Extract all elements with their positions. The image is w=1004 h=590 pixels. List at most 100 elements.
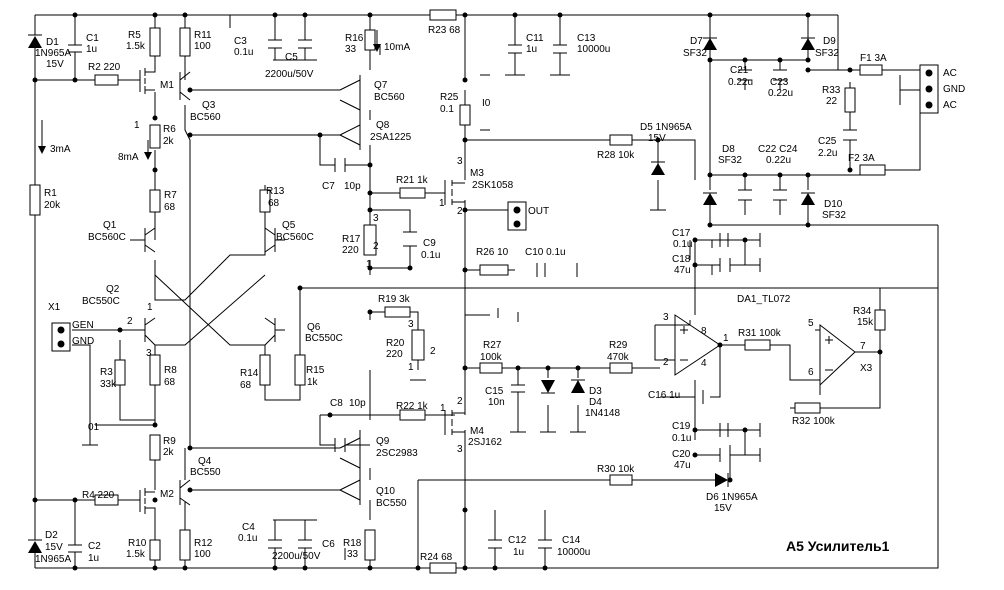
pin-5: 5 — [808, 318, 814, 329]
label-R3: R3 — [100, 367, 113, 378]
label-R25v: 0.1 — [440, 104, 454, 115]
label-R23: R23 68 — [428, 25, 461, 36]
label-C4v: 0.1u — [238, 533, 257, 544]
label-D7: D7 — [690, 36, 703, 47]
pin-4: 4 — [701, 358, 707, 369]
label-Q2v: BC550C — [82, 296, 120, 307]
label-R15: R15 — [306, 365, 325, 376]
label-R18: R18 — [343, 538, 362, 549]
label-C17: C17 — [672, 228, 691, 239]
label-Q10v: BC550 — [376, 498, 407, 509]
pin-8: 8 — [701, 326, 707, 337]
label-Q7: Q7 — [374, 80, 388, 91]
label-C6v: 2200u/50V — [272, 551, 321, 562]
label-M3: M3 — [470, 168, 484, 179]
label-C13v: 10000u — [577, 44, 610, 55]
label-Q4v: BC550 — [190, 467, 221, 478]
label-Q2: Q2 — [106, 284, 120, 295]
label-D2: D2 — [45, 530, 58, 541]
label-Q9v: 2SC2983 — [376, 448, 418, 459]
label-M2: M2 — [160, 489, 174, 500]
label-C14v: 10000u — [557, 547, 590, 558]
label-D4v: 1N4148 — [585, 408, 620, 419]
label-Q7v: BC560 — [374, 92, 405, 103]
label-R5v: 1.5k — [126, 41, 146, 52]
pin-2: 2 — [127, 316, 133, 327]
label-R6v: 2k — [163, 136, 175, 147]
label-D1z: 15V — [46, 59, 64, 70]
label-C5: C5 — [285, 52, 298, 63]
label-R6: R6 — [163, 124, 176, 135]
label-R27v: 100k — [480, 352, 503, 363]
label-C18v: 47u — [674, 265, 691, 276]
label-C16: C16 1u — [648, 390, 680, 401]
label-R34: R34 — [853, 306, 872, 317]
label-10mA: 10mA — [384, 42, 410, 53]
pin-2: 2 — [663, 357, 669, 368]
label-C20v: 47u — [674, 460, 691, 471]
label-R22: R22 1k — [396, 401, 429, 412]
label-D8v: SF32 — [718, 155, 742, 166]
label-R8: R8 — [164, 365, 177, 376]
label-C19: C19 — [672, 421, 691, 432]
label-R13v: 68 — [268, 198, 280, 209]
label-R12v: 100 — [194, 549, 211, 560]
label-C9: C9 — [423, 238, 436, 249]
label-C11: C11 — [526, 33, 544, 44]
label-R25: R25 — [440, 92, 459, 103]
label-R4: R4 220 — [82, 490, 115, 501]
label-C25: C25 — [818, 136, 837, 147]
pin-2: 2 — [430, 346, 436, 357]
label-3mA: 3mA — [50, 144, 71, 155]
pin-2: 2 — [457, 396, 463, 407]
label-R1: R1 — [44, 188, 57, 199]
label-D8: D8 — [722, 144, 735, 155]
label-C19v: 0.1u — [672, 433, 691, 444]
label-R15v: 1k — [307, 377, 319, 388]
label-Q5: Q5 — [282, 220, 296, 231]
label-D9v: SF32 — [815, 48, 839, 59]
label-R17v: 220 — [342, 245, 359, 256]
opamps — [674, 314, 856, 387]
label-C23: C23 — [770, 77, 789, 88]
label-C17v: 0.1u — [673, 239, 692, 250]
label-R29: R29 — [609, 340, 628, 351]
label-R1v: 20k — [44, 200, 61, 211]
label-R2: R2 220 — [88, 62, 121, 73]
pin-1: 1 — [366, 259, 372, 270]
pin-1: 1 — [147, 302, 153, 313]
label-C3: C3 — [234, 36, 247, 47]
component-labels: D1 1N965A 15V C1 1u R5 1.5k R11 100 C3 0… — [35, 25, 965, 565]
current-arrows — [38, 30, 381, 160]
label-R33v: 22 — [826, 96, 838, 107]
label-Q4: Q4 — [198, 456, 212, 467]
label-R20: R20 — [386, 338, 405, 349]
label-DA1: DA1_TL072 — [737, 294, 791, 305]
label-C25v: 2.2u — [818, 148, 837, 159]
label-M1: M1 — [160, 80, 174, 91]
pin-6: 6 — [808, 367, 814, 378]
label-R14: R14 — [240, 368, 259, 379]
label-C9v: 0.1u — [421, 250, 440, 261]
pin-1: 1 — [440, 403, 446, 414]
pin-2: 2 — [457, 206, 463, 217]
label-C1v: 1u — [86, 44, 97, 55]
label-R10: R10 — [128, 538, 147, 549]
label-C21v: 0.22u — [728, 77, 753, 88]
pin-1: 1 — [439, 198, 445, 209]
label-C18: C18 — [672, 254, 691, 265]
label-Q3v: BC560 — [190, 112, 221, 123]
label-R29v: 470k — [607, 352, 630, 363]
pin-1: 1 — [134, 120, 140, 131]
label-D3: D3 — [589, 386, 602, 397]
label-Q5v: BC560C — [276, 232, 314, 243]
label-D1: D1 — [46, 37, 59, 48]
label-R31: R31 100k — [738, 328, 782, 339]
grounds — [82, 45, 901, 569]
label-C21: C21 — [730, 65, 749, 76]
label-C1: C1 — [86, 33, 99, 44]
label-C12: C12 — [508, 535, 527, 546]
label-node-01: 01 — [88, 422, 100, 433]
label-Q9: Q9 — [376, 436, 390, 447]
label-GEN: GEN — [72, 320, 94, 331]
